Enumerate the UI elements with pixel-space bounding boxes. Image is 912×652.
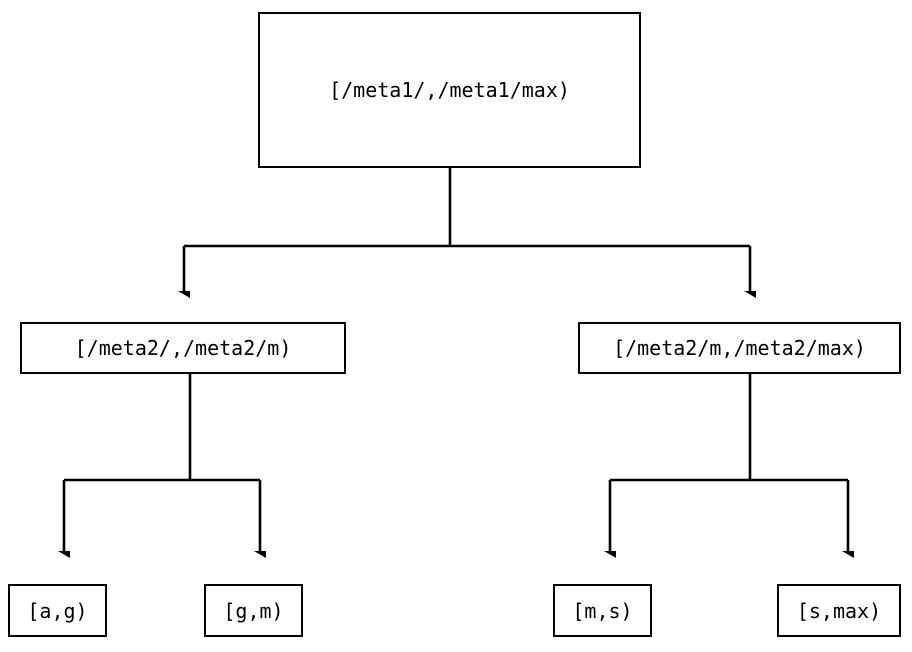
edge-root-to-mid-group xyxy=(184,168,750,291)
tree-node-mid-left[interactable]: [/meta2/,/meta2/m) xyxy=(20,322,346,374)
tree-node-leaf-smax-label: [s,max) xyxy=(796,598,882,623)
tree-node-mid-left-label: [/meta2/,/meta2/m) xyxy=(74,336,292,360)
tree-node-leaf-gm-label: [g,m) xyxy=(223,598,284,623)
tree-node-root[interactable]: [/meta1/,/meta1/max) xyxy=(258,12,641,168)
tree-node-mid-right[interactable]: [/meta2/m,/meta2/max) xyxy=(578,322,901,374)
tree-node-leaf-ag[interactable]: [a,g) xyxy=(8,584,107,637)
tree-node-leaf-ms-label: [m,s) xyxy=(572,598,633,623)
tree-node-leaf-ms[interactable]: [m,s) xyxy=(553,584,652,637)
edge-midleft-to-leaves-group xyxy=(64,374,260,551)
edge-midright-to-leaves-group xyxy=(610,374,848,551)
tree-node-leaf-smax[interactable]: [s,max) xyxy=(777,584,901,637)
tree-node-mid-right-label: [/meta2/m,/meta2/max) xyxy=(613,336,866,360)
tree-node-leaf-ag-label: [a,g) xyxy=(27,598,88,623)
tree-node-leaf-gm[interactable]: [g,m) xyxy=(204,584,303,637)
tree-node-root-label: [/meta1/,/meta1/max) xyxy=(329,78,570,102)
